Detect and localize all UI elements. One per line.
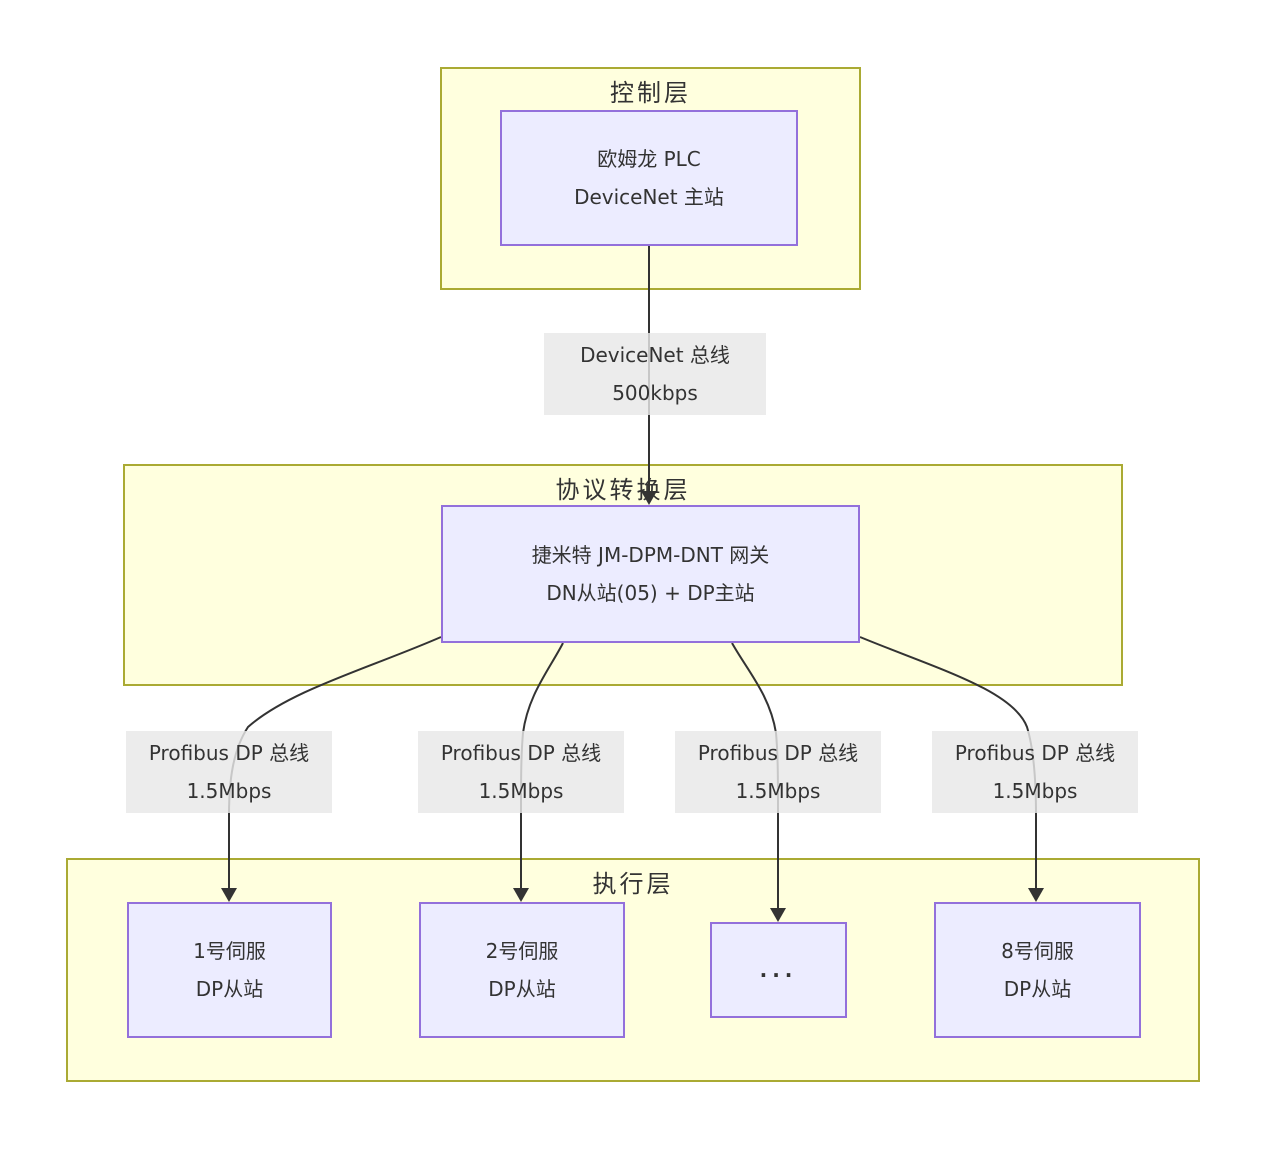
profibus-3-name: Profibus DP 总线 xyxy=(697,741,859,765)
devicenet-bus-name: DeviceNet 总线 xyxy=(580,343,730,367)
edge-label-profibus-1: Profibus DP 总线 1.5Mbps xyxy=(126,731,332,813)
profibus-2-name: Profibus DP 总线 xyxy=(440,741,602,765)
profibus-3-speed: 1.5Mbps xyxy=(735,779,821,803)
profibus-4-name: Profibus DP 总线 xyxy=(954,741,1116,765)
profibus-1-speed: 1.5Mbps xyxy=(186,779,272,803)
profibus-2-speed: 1.5Mbps xyxy=(478,779,564,803)
ellipsis-text: ... xyxy=(759,958,798,982)
servo-1-line-2: DP从站 xyxy=(195,977,264,1001)
node-servo-2: 2号伺服 DP从站 xyxy=(419,902,625,1038)
node-servo-8: 8号伺服 DP从站 xyxy=(934,902,1141,1038)
servo-8-line-1: 8号伺服 xyxy=(1001,939,1074,963)
execution-layer-title: 执行层 xyxy=(592,870,674,898)
arrowhead-servo2-icon xyxy=(513,888,529,902)
servo-8-line-2: DP从站 xyxy=(1003,977,1072,1001)
profibus-4-speed: 1.5Mbps xyxy=(992,779,1078,803)
arrowhead-servo1-icon xyxy=(221,888,237,902)
edge-label-profibus-3: Profibus DP 总线 1.5Mbps xyxy=(675,731,881,813)
gateway-line-2: DN从站(05) + DP主站 xyxy=(546,581,755,605)
arrowhead-gateway-icon xyxy=(641,491,657,505)
edge-label-profibus-2: Profibus DP 总线 1.5Mbps xyxy=(418,731,624,813)
servo-1-line-1: 1号伺服 xyxy=(193,939,266,963)
node-ellipsis: ... xyxy=(710,922,847,1018)
arrowhead-dots-icon xyxy=(770,908,786,922)
control-layer-title: 控制层 xyxy=(610,79,691,107)
plc-line-1: 欧姆龙 PLC xyxy=(597,147,701,171)
devicenet-bus-speed: 500kbps xyxy=(612,381,698,405)
node-plc-master: 欧姆龙 PLC DeviceNet 主站 xyxy=(500,110,798,246)
node-gateway: 捷米特 JM-DPM-DNT 网关 DN从站(05) + DP主站 xyxy=(441,505,860,643)
node-servo-1: 1号伺服 DP从站 xyxy=(127,902,332,1038)
edge-label-devicenet-bus: DeviceNet 总线 500kbps xyxy=(544,333,766,415)
servo-2-line-1: 2号伺服 xyxy=(485,939,559,963)
protocol-layer-title: 协议转换层 xyxy=(555,476,691,504)
servo-2-line-2: DP从站 xyxy=(488,977,556,1001)
edge-label-profibus-4: Profibus DP 总线 1.5Mbps xyxy=(932,731,1138,813)
plc-line-2: DeviceNet 主站 xyxy=(574,185,724,209)
profibus-1-name: Profibus DP 总线 xyxy=(148,741,310,765)
arrowhead-servo8-icon xyxy=(1028,888,1044,902)
gateway-line-1: 捷米特 JM-DPM-DNT 网关 xyxy=(531,543,770,567)
